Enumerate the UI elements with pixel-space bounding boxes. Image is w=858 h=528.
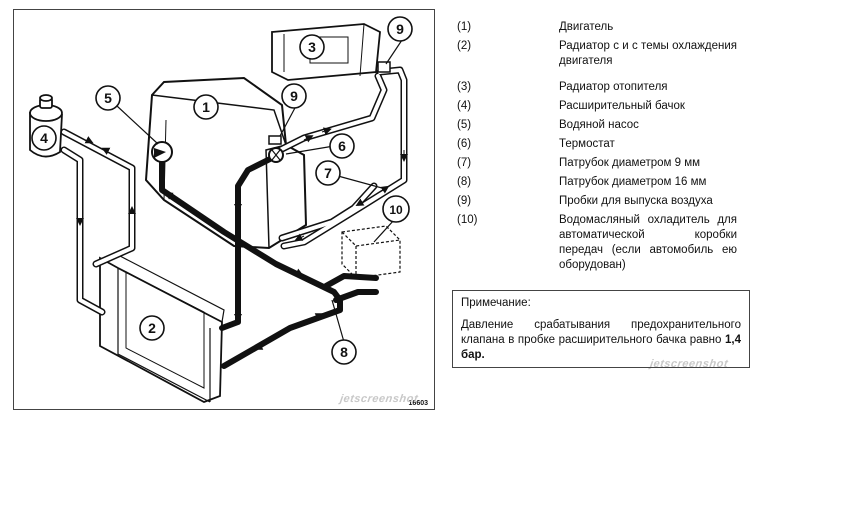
callout-label-4: 4 (40, 130, 48, 146)
oil-cooler (341, 225, 401, 279)
note-body: Давление срабатывания предохранительного… (461, 319, 741, 346)
legend-desc: Водяной насос (559, 119, 639, 131)
callouts (31, 16, 413, 365)
legend-num: (5) (457, 119, 472, 131)
callout-label-2: 2 (148, 320, 156, 336)
callout-2 (139, 315, 165, 341)
callout-4 (31, 125, 57, 151)
callout-3 (299, 34, 325, 60)
legend-desc: Термостат (559, 138, 615, 150)
figure-code: 16603 (408, 400, 428, 407)
legend-num: (4) (457, 100, 472, 112)
callout-label-9-engine: 9 (290, 88, 298, 104)
thermostat (268, 135, 284, 163)
legend-num: (1) (457, 21, 472, 33)
legend-row-1: (1) Двигатель (457, 20, 737, 39)
legend-desc: Водомасляный охладитель для автоматическ… (559, 214, 737, 271)
legend-num: (2) (457, 40, 472, 52)
legend-desc: Радиатор отопителя (559, 81, 668, 93)
callout-label-1: 1 (202, 99, 210, 115)
legend-row-2: (2) Радиатор с и с темы охлаждения двига… (457, 39, 737, 80)
callout-labels: 1 2 3 4 5 6 7 8 9 9 10 (40, 21, 404, 360)
legend-row-9: (9) Пробки для выпуска воздуха (457, 194, 737, 213)
legend-desc: Двигатель (559, 21, 614, 33)
legend-num: (6) (457, 138, 472, 150)
callout-7 (315, 160, 341, 186)
callout-6 (329, 133, 355, 159)
callout-label-6: 6 (338, 138, 346, 154)
water-pump (151, 141, 173, 163)
legend: (1) Двигатель (2) Радиатор с и с темы ох… (457, 20, 737, 275)
callout-9-top (387, 16, 413, 42)
callout-1 (193, 94, 219, 120)
bleed-plug (377, 61, 391, 73)
callout-5 (95, 85, 121, 111)
legend-row-10: (10) Водомасляный охладитель для автомат… (457, 213, 737, 275)
legend-desc: Расширительный бачок (559, 100, 685, 112)
legend-desc: Патрубок диаметром 9 мм (559, 157, 701, 169)
note-title: Примечание: (461, 297, 531, 309)
legend-desc: Пробки для выпуска воздуха (559, 195, 713, 207)
thick-hoses (159, 153, 379, 369)
legend-row-6: (6) Термостат (457, 137, 737, 156)
callout-leaders (116, 39, 403, 343)
legend-row-7: (7) Патрубок диаметром 9 мм (457, 156, 737, 175)
legend-num: (7) (457, 157, 472, 169)
legend-desc: Патрубок диаметром 16 мм (559, 176, 707, 188)
cooling-system-diagram: 1 2 3 4 5 6 7 8 9 9 10 16603 (13, 9, 435, 410)
callout-label-5: 5 (104, 90, 112, 106)
note-pressure-value: 1,4 бар. (461, 334, 741, 361)
legend-row-5: (5) Водяной насос (457, 118, 737, 137)
legend-num: (8) (457, 176, 472, 188)
heater-radiator (271, 23, 381, 81)
legend-num: (3) (457, 81, 472, 93)
callout-label-9-top: 9 (396, 21, 404, 37)
legend-desc: Радиатор с и с темы охлаждения двигателя (559, 40, 737, 67)
callout-label-3: 3 (308, 39, 316, 55)
note-box: Примечание: Давление срабатывания предох… (452, 290, 750, 368)
callout-label-8: 8 (340, 344, 348, 360)
legend-row-4: (4) Расширительный бачок (457, 99, 737, 118)
callout-label-7: 7 (324, 165, 332, 181)
legend-row-3: (3) Радиатор отопителя (457, 80, 737, 99)
callout-10 (382, 195, 410, 223)
engine-block (144, 76, 308, 250)
callout-9-engine (281, 83, 307, 109)
legend-num: (9) (457, 195, 472, 207)
callout-8 (331, 339, 357, 365)
callout-label-10: 10 (389, 203, 403, 217)
note-text: Давление срабатывания предохранительного… (461, 318, 741, 363)
diagram-drawing: 1 2 3 4 5 6 7 8 9 9 10 (29, 16, 413, 403)
legend-row-8: (8) Патрубок диаметром 16 мм (457, 175, 737, 194)
flow-arrows (76, 127, 408, 350)
legend-num: (10) (457, 214, 478, 226)
watermark-left: jetscreenshot (339, 393, 419, 405)
